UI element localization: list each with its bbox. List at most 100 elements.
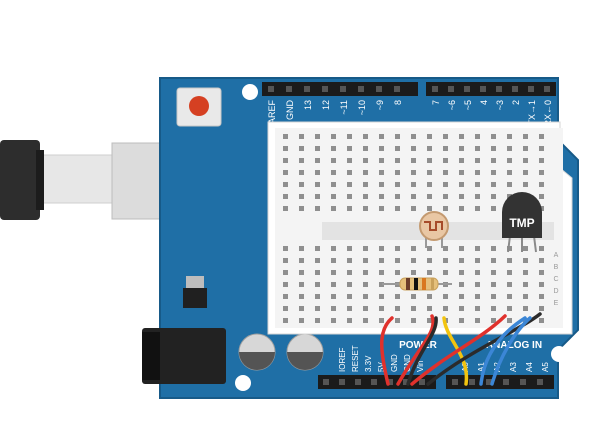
breadboard-hole[interactable] — [299, 206, 304, 211]
breadboard-hole[interactable] — [475, 246, 480, 251]
breadboard-hole[interactable] — [283, 206, 288, 211]
breadboard-hole[interactable] — [427, 146, 432, 151]
breadboard-hole[interactable] — [523, 134, 528, 139]
breadboard-hole[interactable] — [395, 270, 400, 275]
breadboard-hole[interactable] — [459, 258, 464, 263]
header-pin[interactable] — [419, 379, 425, 385]
wire-blue-a2[interactable] — [490, 316, 532, 386]
breadboard-hole[interactable] — [395, 206, 400, 211]
breadboard-hole[interactable] — [363, 146, 368, 151]
breadboard-hole[interactable] — [411, 170, 416, 175]
breadboard-hole[interactable] — [523, 158, 528, 163]
breadboard-hole[interactable] — [539, 258, 544, 263]
breadboard-hole[interactable] — [491, 146, 496, 151]
breadboard-hole[interactable] — [411, 206, 416, 211]
breadboard-hole[interactable] — [475, 306, 480, 311]
photoresistor[interactable] — [419, 211, 449, 248]
breadboard-hole[interactable] — [539, 194, 544, 199]
breadboard-hole[interactable] — [315, 306, 320, 311]
breadboard-hole[interactable] — [507, 258, 512, 263]
breadboard-hole[interactable] — [491, 318, 496, 323]
breadboard-hole[interactable] — [411, 318, 416, 323]
breadboard-hole[interactable] — [427, 318, 432, 323]
breadboard-hole[interactable] — [379, 194, 384, 199]
breadboard-hole[interactable] — [379, 270, 384, 275]
breadboard-hole[interactable] — [395, 182, 400, 187]
breadboard-hole[interactable] — [459, 158, 464, 163]
breadboard-hole[interactable] — [315, 246, 320, 251]
breadboard-hole[interactable] — [347, 258, 352, 263]
breadboard-hole[interactable] — [475, 182, 480, 187]
breadboard-hole[interactable] — [315, 206, 320, 211]
breadboard-hole[interactable] — [299, 306, 304, 311]
breadboard-hole[interactable] — [299, 158, 304, 163]
breadboard-hole[interactable] — [475, 282, 480, 287]
breadboard-hole[interactable] — [299, 270, 304, 275]
breadboard-hole[interactable] — [491, 246, 496, 251]
breadboard-hole[interactable] — [539, 158, 544, 163]
breadboard-hole[interactable] — [459, 134, 464, 139]
header-pin[interactable] — [464, 86, 470, 92]
breadboard-hole[interactable] — [539, 246, 544, 251]
breadboard-hole[interactable] — [299, 182, 304, 187]
breadboard-hole[interactable] — [379, 306, 384, 311]
breadboard-hole[interactable] — [363, 134, 368, 139]
breadboard-hole[interactable] — [491, 258, 496, 263]
breadboard-hole[interactable] — [523, 258, 528, 263]
breadboard-hole[interactable] — [475, 170, 480, 175]
breadboard-hole[interactable] — [443, 246, 448, 251]
breadboard-hole[interactable] — [459, 306, 464, 311]
breadboard-hole[interactable] — [411, 158, 416, 163]
breadboard-hole[interactable] — [331, 306, 336, 311]
breadboard-hole[interactable] — [299, 282, 304, 287]
breadboard-hole[interactable] — [299, 318, 304, 323]
breadboard-hole[interactable] — [379, 134, 384, 139]
breadboard-hole[interactable] — [491, 134, 496, 139]
breadboard-hole[interactable] — [331, 158, 336, 163]
breadboard-hole[interactable] — [379, 246, 384, 251]
breadboard-hole[interactable] — [379, 170, 384, 175]
breadboard-hole[interactable] — [331, 206, 336, 211]
breadboard-hole[interactable] — [539, 270, 544, 275]
breadboard-hole[interactable] — [459, 194, 464, 199]
breadboard-hole[interactable] — [491, 282, 496, 287]
breadboard-hole[interactable] — [427, 134, 432, 139]
breadboard-hole[interactable] — [539, 134, 544, 139]
breadboard-hole[interactable] — [331, 194, 336, 199]
breadboard-hole[interactable] — [363, 158, 368, 163]
wires[interactable] — [380, 312, 542, 386]
breadboard-hole[interactable] — [411, 270, 416, 275]
breadboard-hole[interactable] — [459, 182, 464, 187]
breadboard-hole[interactable] — [395, 258, 400, 263]
analog-header[interactable] — [446, 375, 554, 389]
temperature-sensor[interactable]: TMP — [502, 192, 542, 253]
breadboard-hole[interactable] — [331, 170, 336, 175]
breadboard-hole[interactable] — [363, 194, 368, 199]
breadboard-hole[interactable] — [411, 194, 416, 199]
breadboard-hole[interactable] — [443, 270, 448, 275]
breadboard-hole[interactable] — [363, 170, 368, 175]
header-pin[interactable] — [448, 86, 454, 92]
breadboard-hole[interactable] — [299, 246, 304, 251]
breadboard-hole[interactable] — [283, 282, 288, 287]
breadboard-hole[interactable] — [427, 158, 432, 163]
breadboard-hole[interactable] — [539, 182, 544, 187]
breadboard-hole[interactable] — [395, 246, 400, 251]
breadboard-hole[interactable] — [283, 294, 288, 299]
header-pin[interactable] — [544, 86, 550, 92]
breadboard-hole[interactable] — [475, 134, 480, 139]
breadboard-hole[interactable] — [331, 294, 336, 299]
breadboard-hole[interactable] — [427, 194, 432, 199]
breadboard-hole[interactable] — [539, 146, 544, 151]
breadboard-hole[interactable] — [283, 182, 288, 187]
breadboard-hole[interactable] — [363, 182, 368, 187]
breadboard-hole[interactable] — [411, 294, 416, 299]
breadboard-hole[interactable] — [507, 170, 512, 175]
breadboard-hole[interactable] — [331, 134, 336, 139]
breadboard-hole[interactable] — [475, 146, 480, 151]
breadboard-hole[interactable] — [443, 158, 448, 163]
header-pin[interactable] — [358, 86, 364, 92]
breadboard-hole[interactable] — [331, 182, 336, 187]
power-header[interactable] — [318, 375, 436, 389]
breadboard-hole[interactable] — [523, 246, 528, 251]
